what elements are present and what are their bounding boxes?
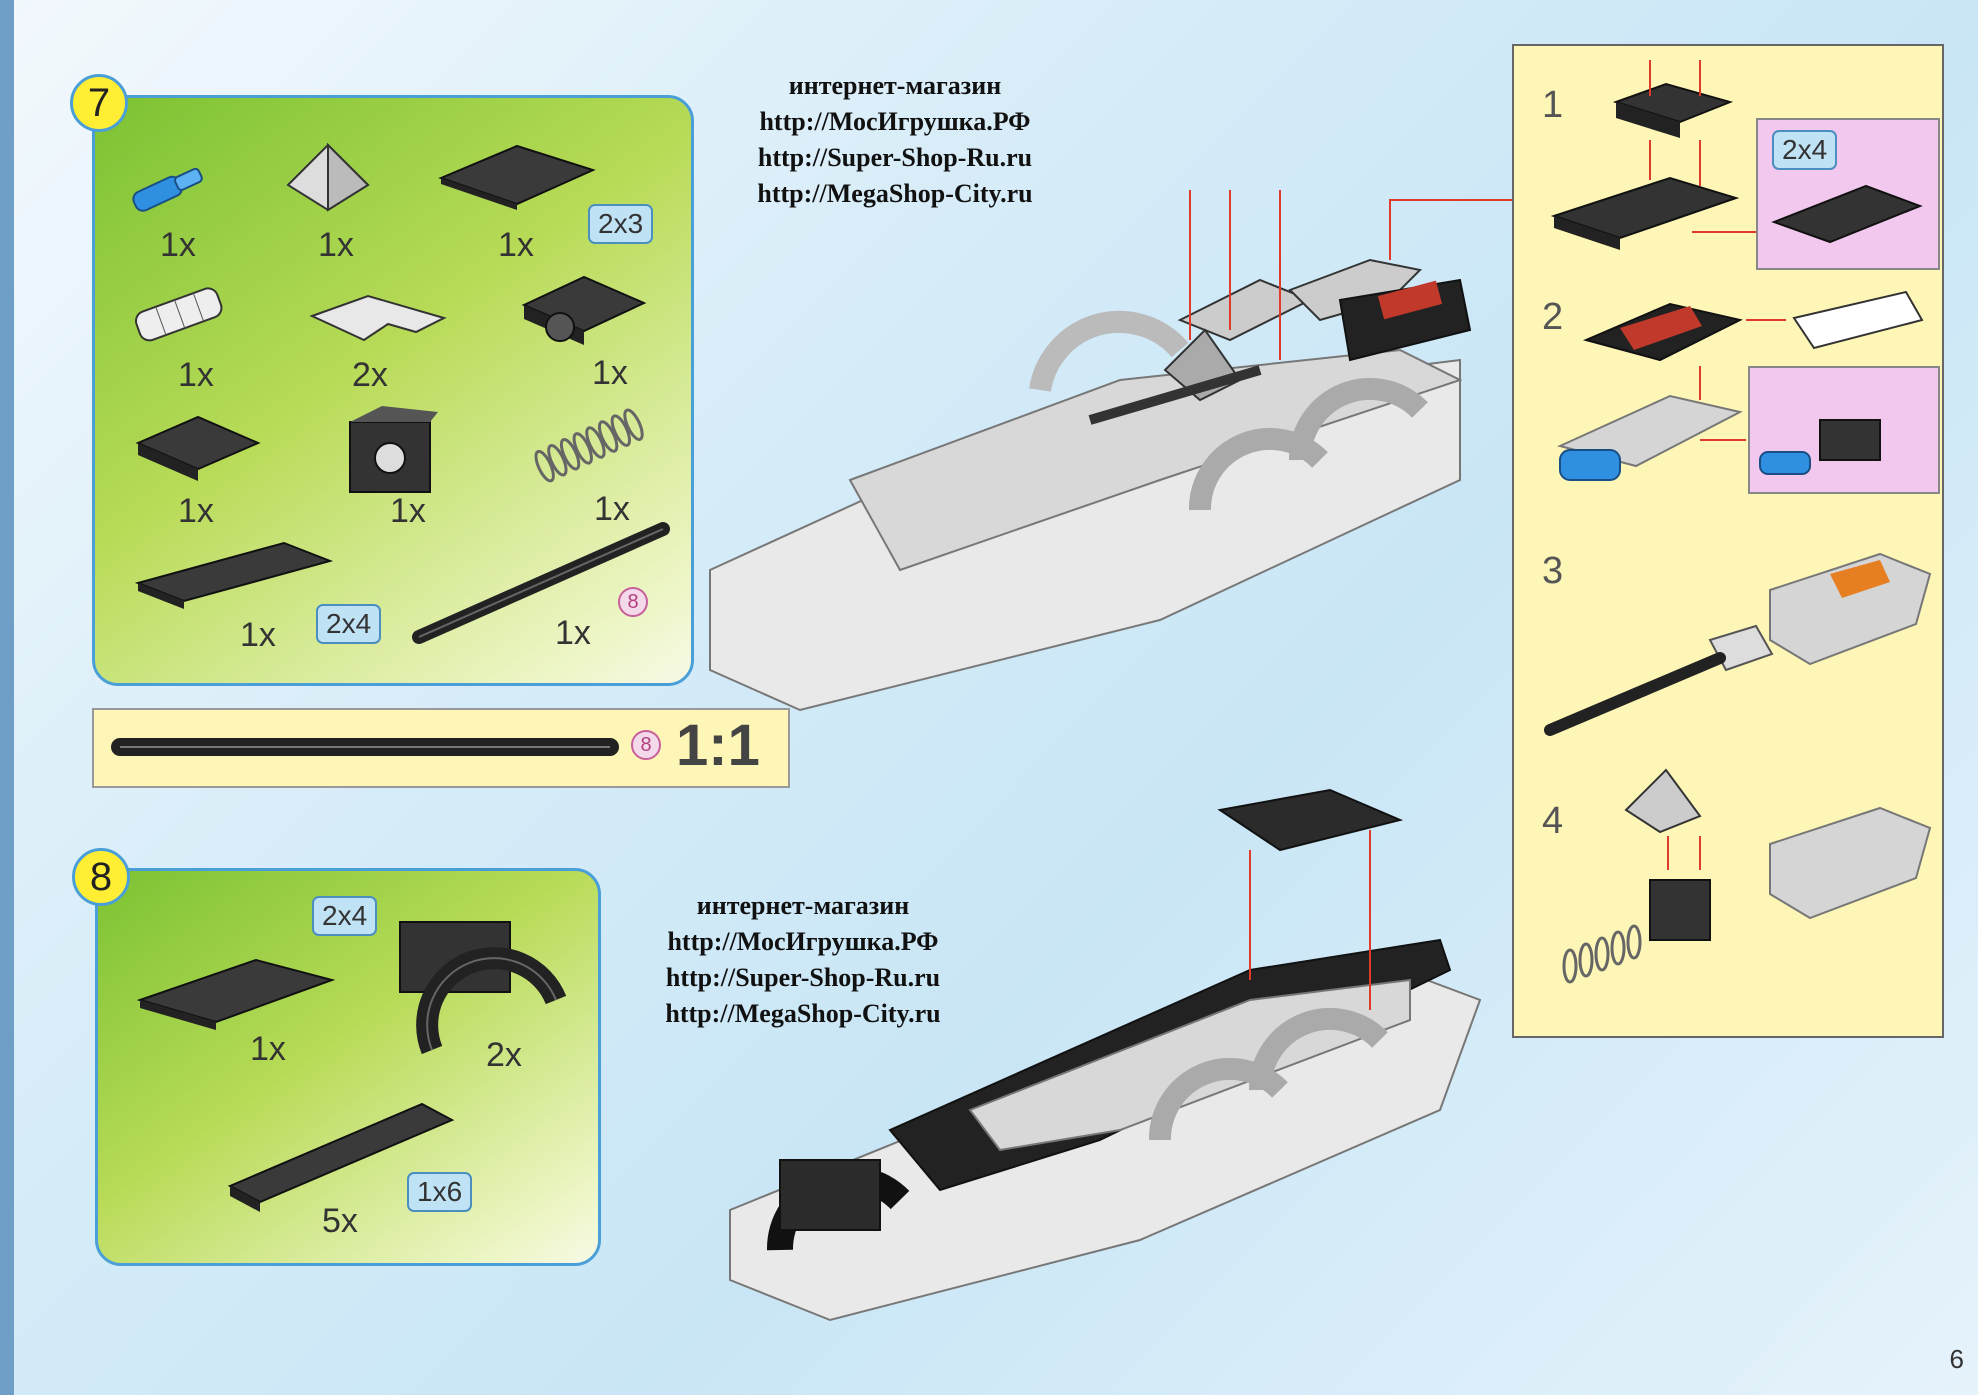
shop-link[interactable]: http://MegaShop-City.ru — [757, 179, 1033, 208]
size-tag: 2x4 — [316, 604, 382, 644]
part-qty: 1x — [160, 226, 196, 264]
wheel-arch-icon — [399, 921, 567, 1055]
blue-axle-pin-icon — [132, 167, 203, 212]
step7-arrows — [1189, 190, 1560, 360]
part-qty: 1x — [318, 226, 354, 264]
technic-brick-icon — [349, 406, 438, 493]
sub-step-number: 2 — [1542, 296, 1564, 338]
shop-line: интернет-магазин — [696, 891, 910, 920]
reference-circle: 8 — [618, 587, 648, 617]
sub-step-1-illustration — [1550, 60, 1923, 250]
shop-link[interactable]: http://MegaShop-City.ru — [665, 999, 941, 1028]
scale-label: 1:1 — [676, 713, 760, 778]
sub-step-number: 4 — [1542, 800, 1564, 842]
flat-tile-1x6-icon — [227, 1102, 455, 1212]
sub-step-3-illustration — [1544, 552, 1932, 736]
part-qty: 1x — [555, 614, 591, 652]
part-qty: 1x — [178, 356, 214, 394]
part-qty: 1x — [390, 492, 426, 530]
part-qty: 2x — [352, 356, 388, 394]
shop-link[interactable]: http://МосИгрушка.РФ — [667, 927, 939, 956]
part-qty: 1x — [240, 616, 276, 654]
size-tag: 2x4 — [312, 896, 378, 936]
slope-pyramid-icon — [286, 142, 370, 212]
page-edge — [0, 0, 14, 1395]
shop-watermark-top: интернет-магазин http://МосИгрушка.РФ ht… — [700, 68, 1090, 212]
shop-watermark-bottom: интернет-магазин http://МосИгрушка.РФ ht… — [608, 888, 998, 1032]
axle-scale-icon — [111, 738, 619, 756]
part-qty: 1x — [592, 354, 628, 392]
size-tag: 2x4 — [1772, 130, 1838, 170]
flat-tile-2x4-icon — [136, 958, 336, 1030]
size-tag: 2x3 — [588, 204, 654, 244]
reference-circle: 8 — [631, 730, 661, 760]
shop-line: интернет-магазин — [788, 71, 1002, 100]
size-tag: 1x6 — [407, 1172, 473, 1212]
part-qty: 1x — [498, 226, 534, 264]
part-qty: 5x — [322, 1202, 358, 1240]
part-qty: 1x — [250, 1030, 286, 1068]
shop-link[interactable]: http://Super-Shop-Ru.ru — [665, 963, 941, 992]
sub-step-number: 3 — [1542, 550, 1564, 592]
sub-step-2-illustration — [1557, 290, 1924, 481]
sub-step-4-illustration — [1562, 768, 1932, 984]
step8-chassis-illustration — [729, 788, 1482, 1322]
shop-link[interactable]: http://Super-Shop-Ru.ru — [757, 143, 1033, 172]
flat-tile-2x3-icon — [438, 144, 596, 210]
step7-badge: 7 — [70, 74, 128, 132]
axle-icon — [412, 522, 670, 644]
flat-tile-2x4-icon — [134, 541, 334, 609]
shop-link[interactable]: http://МосИгрушка.РФ — [759, 107, 1031, 136]
spring-icon — [534, 408, 644, 483]
part-qty: 1x — [594, 490, 630, 528]
part-qty: 2x — [486, 1036, 522, 1074]
plate-2x2-icon — [135, 415, 261, 481]
sub-step-number: 1 — [1542, 84, 1564, 126]
step7-chassis-illustration — [709, 258, 1472, 712]
corner-plate-icon — [309, 294, 447, 342]
plate-with-pin-hole-icon — [521, 275, 647, 345]
technic-connector-icon — [134, 287, 223, 342]
step8-badge: 8 — [72, 848, 130, 906]
page-number: 6 — [1949, 1344, 1964, 1374]
part-qty: 1x — [178, 492, 214, 530]
